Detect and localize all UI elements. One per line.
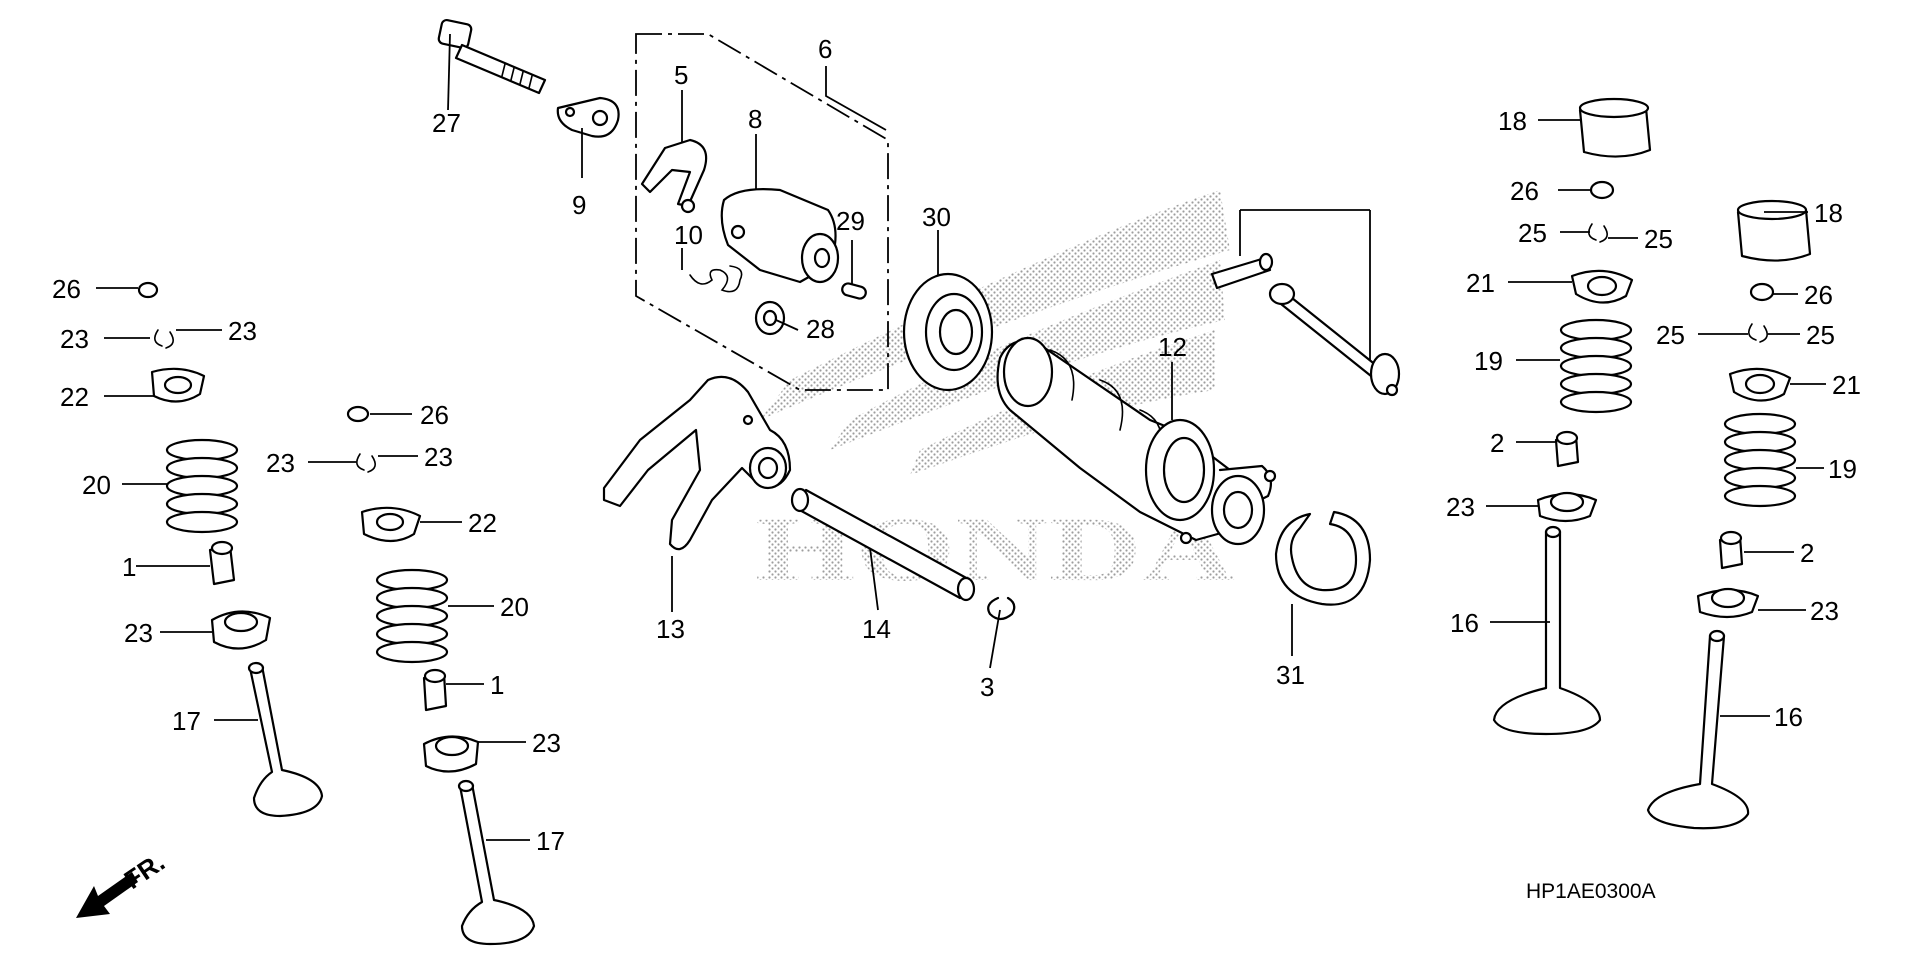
callout-29: 29	[836, 206, 865, 236]
callout-18b: 20	[500, 592, 529, 622]
callout-14a: 16	[1450, 608, 1479, 638]
callout-10: 12	[1158, 332, 1187, 362]
part-6-decompressor	[720, 188, 840, 284]
callout-12: 13	[656, 614, 685, 644]
callout-19a: 21	[1466, 268, 1495, 298]
callout-28: 30	[922, 202, 951, 232]
part-3-clip	[987, 596, 1016, 621]
callout-26: 27	[432, 108, 461, 138]
valve-set-left	[137, 281, 324, 818]
callout-30: 31	[1276, 660, 1305, 690]
assembly-4-frame	[635, 33, 889, 391]
front-direction-arrow: FR.	[76, 847, 170, 918]
callout-25b: 26	[420, 400, 449, 430]
valve-set-right-lower	[1646, 199, 1812, 830]
callout-9: 10	[674, 220, 703, 250]
callout-4: 6	[818, 34, 832, 64]
callout-1a: 1	[122, 552, 136, 582]
callout-22c: 23	[266, 448, 295, 478]
part-29-pin	[841, 282, 867, 300]
leader-lines	[96, 33, 1826, 841]
callout-2b: 2	[1800, 538, 1814, 568]
callout-18a: 20	[82, 470, 111, 500]
part-28-bearing	[902, 272, 994, 392]
callout-17a: 19	[1474, 346, 1503, 376]
callout-23a: 25	[1518, 218, 1547, 248]
callout-23d: 25	[1806, 320, 1835, 350]
callout-3: 3	[980, 672, 994, 702]
callout-16b: 18	[1814, 198, 1843, 228]
part-10-camshaft	[996, 336, 1277, 546]
callout-8: 9	[572, 190, 586, 220]
part-30-circlip	[1274, 510, 1372, 606]
callout-23b: 25	[1644, 224, 1673, 254]
callout-23c: 25	[1656, 320, 1685, 350]
part-5-lever	[640, 138, 708, 214]
callout-15b: 17	[536, 826, 565, 856]
callout-25a: 26	[52, 274, 81, 304]
valve-set-right-upper	[1492, 97, 1652, 736]
callout-22b: 23	[228, 316, 257, 346]
callout-6: 8	[748, 104, 762, 134]
part-31-rocker-shafts	[1210, 252, 1401, 397]
callout-17b: 19	[1828, 454, 1857, 484]
callout-1b: 1	[490, 670, 504, 700]
callout-14b: 16	[1774, 702, 1803, 732]
diagram-code: HP1AE0300A	[1526, 880, 1656, 903]
callout-21a: 23	[1446, 492, 1475, 522]
callout-2a: 2	[1490, 428, 1504, 458]
callout-22a: 23	[60, 324, 89, 354]
callout-16a: 18	[1498, 106, 1527, 136]
part-8-plate	[556, 96, 620, 138]
callout-21d: 23	[532, 728, 561, 758]
callout-13: 14	[862, 614, 891, 644]
callout-27: 28	[806, 314, 835, 344]
callout-5: 5	[674, 60, 688, 90]
part-12-rocker-arm	[602, 375, 792, 551]
callout-21c: 23	[124, 618, 153, 648]
part-13-shaft	[790, 487, 976, 602]
callout-21b: 23	[1810, 596, 1839, 626]
part-27-washer	[754, 300, 786, 336]
callout-labels: 27 9 6 5 8 10 29 28 30 12 13 14 3 31 18 …	[52, 34, 1861, 856]
callout-20b: 22	[468, 508, 497, 538]
callout-19b: 21	[1832, 370, 1861, 400]
callout-20a: 22	[60, 382, 89, 412]
part-26-bolt	[437, 18, 547, 95]
callout-24a: 26	[1510, 176, 1539, 206]
callout-24b: 26	[1804, 280, 1833, 310]
callout-15a: 17	[172, 706, 201, 736]
callout-22d: 23	[424, 442, 453, 472]
valve-set-middle-left	[346, 405, 536, 946]
part-9-spring	[689, 265, 743, 293]
